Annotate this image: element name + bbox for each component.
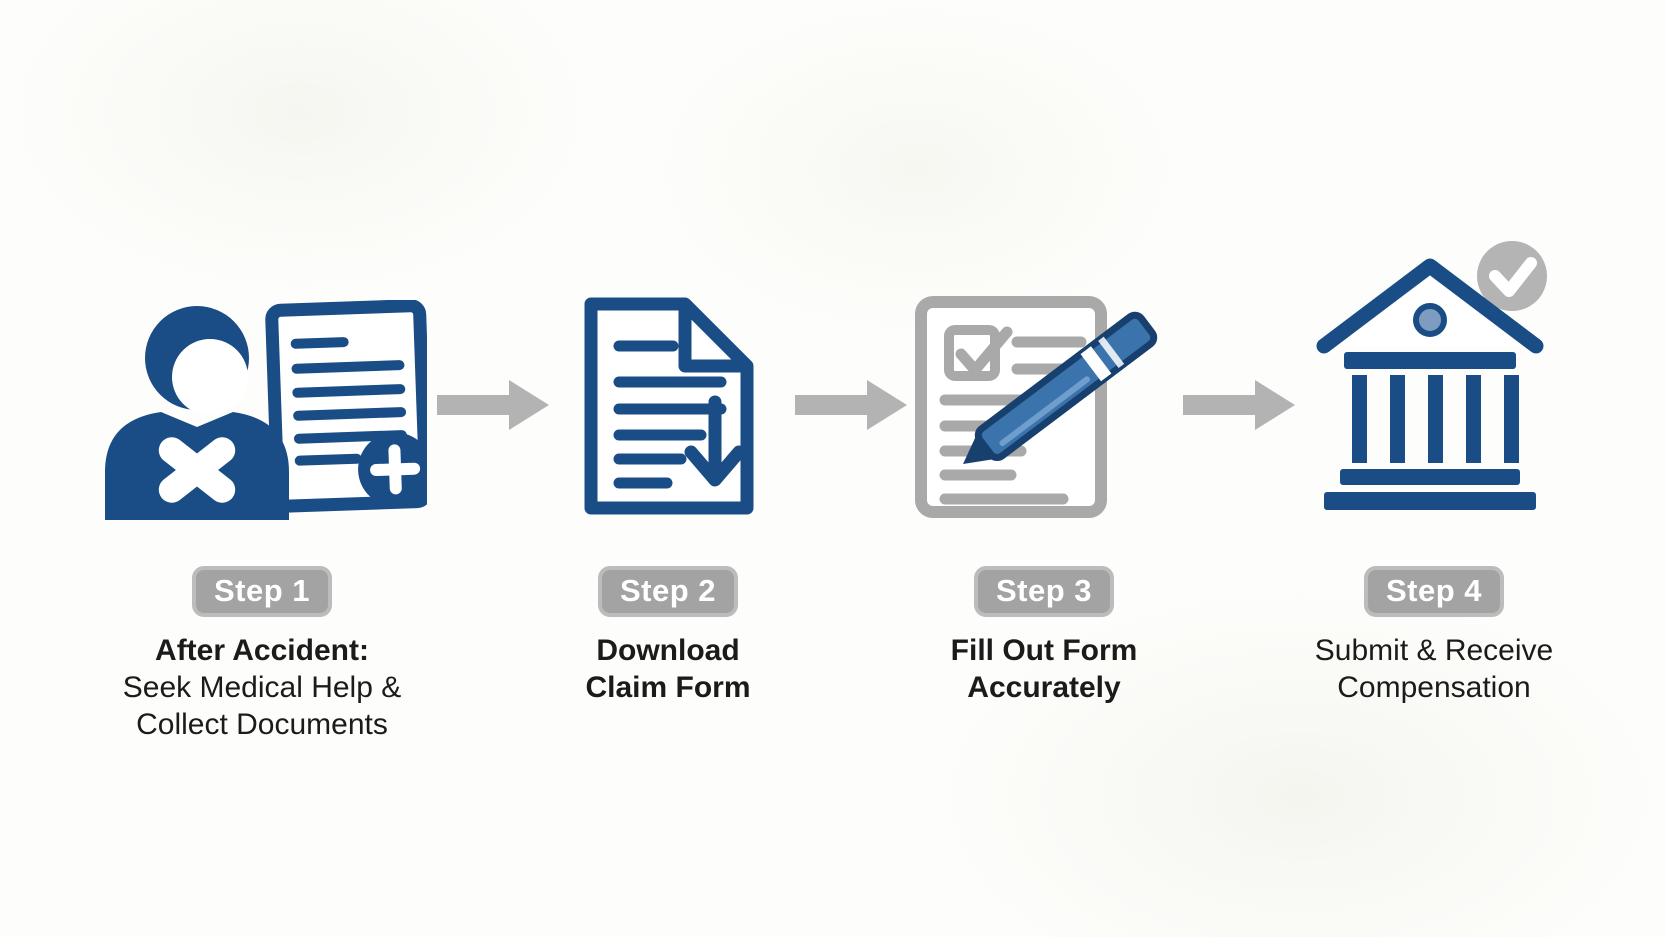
step-4-caption: Submit & Receive Compensation [1315,632,1553,706]
step-2-line-1: Download [596,634,740,667]
step-1-line-3: Collect Documents [136,708,388,741]
step-2: Step 2 Download Claim Form [478,228,858,706]
step-2-icon-wrap [575,228,761,520]
right-arrow-icon [437,380,549,430]
right-arrow-icon [1183,380,1295,430]
step-1-caption: After Accident: Seek Medical Help & Coll… [123,632,401,743]
step-3: Step 3 Fill Out Form Accurately [854,228,1234,706]
download-claim-form-document-icon [584,297,754,515]
step-4-line-1: Submit & Receive [1314,634,1554,667]
step-4: Step 4 Submit & Receive Compensation [1244,228,1624,706]
step-3-line-2: Accurately [967,671,1121,704]
step-2-caption: Download Claim Form [585,632,750,706]
step-1-line-2: Seek Medical Help & [122,671,402,704]
step-1-icon-wrap [97,228,427,520]
step-4-line-2: Compensation [1337,671,1531,704]
step-2-badge: Step 2 [597,566,739,617]
step-3-icon-wrap [913,228,1175,520]
step-1: Step 1 After Accident: Seek Medical Help… [72,228,452,743]
step-1-badge: Step 1 [191,566,333,617]
step-4-icon-wrap [1314,228,1554,520]
step-3-line-1: Fill Out Form [950,634,1138,667]
step-3-caption: Fill Out Form Accurately [951,632,1138,706]
step-4-badge: Step 4 [1363,566,1505,617]
step-1-title: After Accident: [155,634,369,667]
bank-building-with-checkmark-icon [1316,241,1547,510]
step-2-line-2: Claim Form [585,671,751,704]
injured-person-with-medical-document-icon [105,300,427,520]
step-3-badge: Step 3 [973,566,1115,617]
right-arrow-icon [795,380,907,430]
form-checkbox-pencil-icon [915,296,1158,518]
